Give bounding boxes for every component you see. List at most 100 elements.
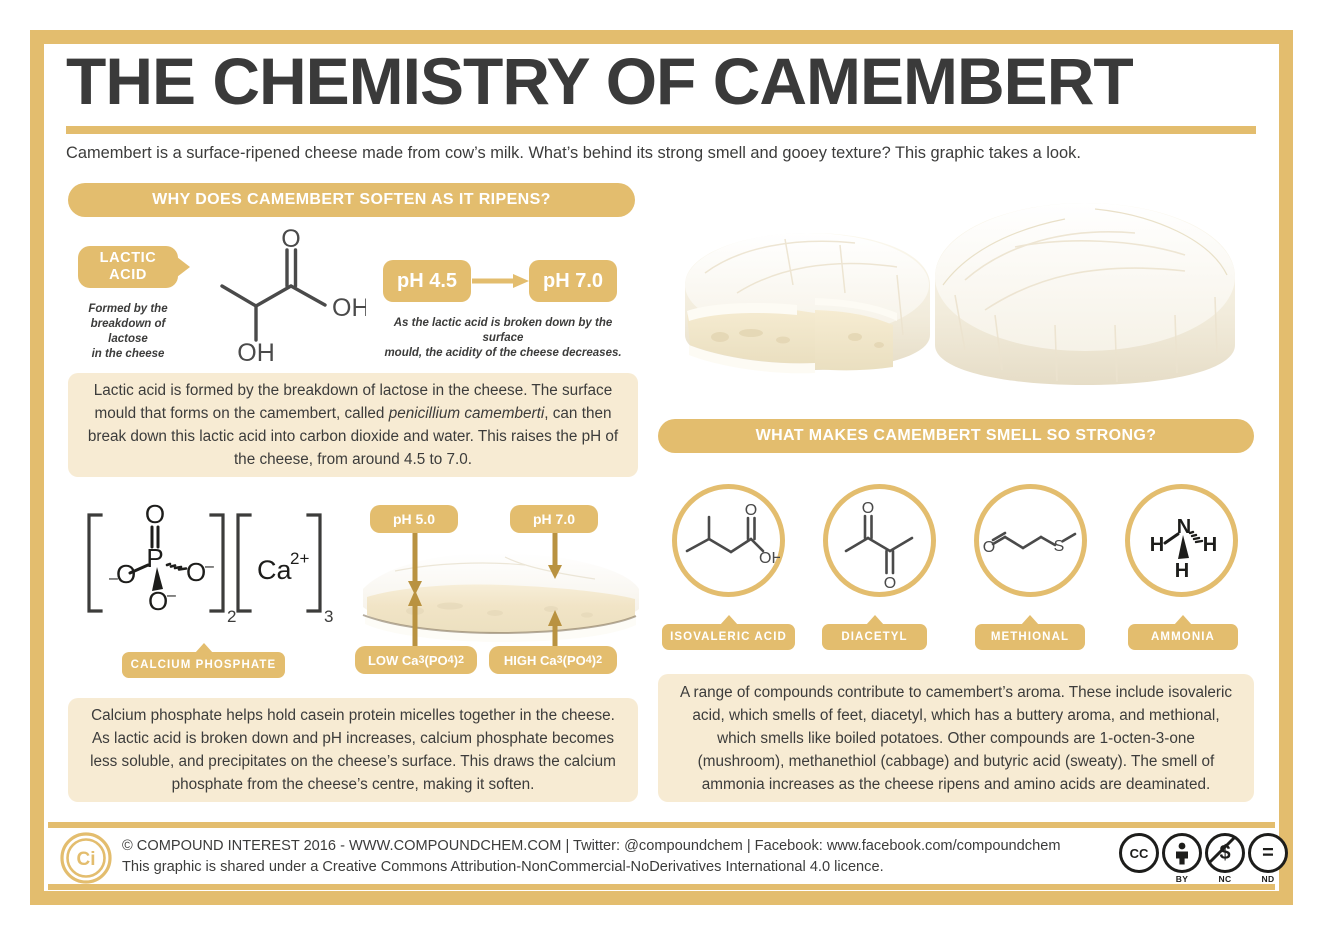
diacetyl-bottom-oxygen: O <box>884 575 896 592</box>
high-ca-close: ) <box>591 652 597 668</box>
ph-arrow <box>472 273 529 294</box>
creative-commons-badges: CC BY $ NC = ND <box>1119 833 1288 884</box>
cc-nc-icon: $ NC <box>1205 833 1245 884</box>
methional-molecule: O S <box>983 531 1077 556</box>
footer-top-rule <box>48 822 1275 828</box>
info-box-lactic: Lactic acid is formed by the breakdown o… <box>68 373 638 477</box>
isovaleric-carbonyl-oxygen: O <box>745 502 757 519</box>
lactic-acid-molecule: O OH OH <box>196 228 366 363</box>
aroma-label-isovaleric-acid: ISOVALERIC ACID <box>662 624 795 650</box>
ph-from-badge: pH 4.5 <box>383 260 471 302</box>
footer-line-2: This graphic is shared under a Creative … <box>122 859 884 875</box>
ph-shift-caption: As the lactic acid is broken down by the… <box>384 317 622 359</box>
lactic-hydroxyl: OH <box>332 294 366 322</box>
phosphate-subscript: 2 <box>227 607 236 626</box>
ph-7-marker-label: pH 7.0 <box>510 505 598 533</box>
aroma-label-diacetyl: DIACETYL <box>822 624 927 650</box>
calcium-phosphate-label: CALCIUM PHOSPHATE <box>122 652 285 678</box>
phosphate-right-charge: – <box>205 558 214 575</box>
page-subtitle: Camembert is a surface-ripened cheese ma… <box>66 144 1081 162</box>
low-ca-sub2: 4 <box>447 654 454 666</box>
calcium-subscript: 3 <box>324 607 333 626</box>
title-underline-rule <box>66 126 1256 134</box>
compound-interest-logo: Ci <box>60 832 112 884</box>
low-ca-mid: (PO <box>424 652 448 668</box>
aroma-circle-methional: O S <box>974 484 1087 597</box>
lactic-acid-caption: Formed by the breakdown of lactose in th… <box>88 303 168 360</box>
camembert-wheel-photo <box>665 185 1265 410</box>
cc-by-icon: BY <box>1162 833 1202 884</box>
person-glyph <box>1176 842 1188 865</box>
methional-oxygen: O <box>983 539 995 556</box>
info-box-lactic-text-2: , can then break down this lactic acid i… <box>87 405 619 468</box>
ammonia-nitrogen: N <box>1177 516 1191 538</box>
ammonia-hydrogen-bottom: H <box>1175 560 1189 582</box>
ph-7-down-arrow <box>548 533 562 584</box>
cc-by-caption: BY <box>1175 874 1189 884</box>
phosphate-double-bond-oxygen: O <box>145 499 165 529</box>
svg-text:Ci: Ci <box>77 849 96 870</box>
ammonia-hydrogen-right: H <box>1203 534 1217 556</box>
low-calcium-up-arrow <box>408 590 422 653</box>
slash-glyph <box>1208 836 1236 864</box>
phosphorus-atom: P <box>146 543 163 573</box>
lactic-acid-callout-line2: ACID <box>109 267 147 283</box>
aroma-label-ammonia: AMMONIA <box>1128 624 1238 650</box>
footer-bottom-rule <box>48 884 1275 890</box>
cc-icon: CC <box>1119 833 1159 873</box>
calcium-charge: 2+ <box>290 549 309 568</box>
lactic-acid-callout: LACTIC ACID <box>78 246 178 288</box>
aroma-circle-diacetyl: O O <box>823 484 936 597</box>
info-box-aroma: A range of compounds contribute to camem… <box>658 674 1254 802</box>
aroma-label-methional: METHIONAL <box>975 624 1085 650</box>
cc-nc-caption: NC <box>1218 874 1232 884</box>
high-ca-prefix: HIGH Ca <box>503 652 557 668</box>
low-ca-prefix: LOW Ca <box>367 652 419 668</box>
section-heading-soften: WHY DOES CAMEMBERT SOFTEN AS IT RIPENS? <box>68 183 635 217</box>
phosphate-left-charge: – <box>109 570 118 587</box>
footer-line-1: © COMPOUND INTEREST 2016 - WWW.COMPOUNDC… <box>122 838 1061 854</box>
diacetyl-top-oxygen: O <box>862 500 874 517</box>
high-ca-sub1: 3 <box>556 654 563 666</box>
aroma-circle-ammonia: N H H H <box>1125 484 1238 597</box>
aroma-circle-isovaleric-acid: O OH <box>672 484 785 597</box>
low-ca-close: ) <box>453 652 459 668</box>
nd-equals-glyph: = <box>1262 841 1274 864</box>
cc-glyph: CC <box>1129 845 1149 861</box>
ph-5-down-arrow <box>408 533 422 600</box>
isovaleric-hydroxyl: OH <box>759 550 780 567</box>
ph-to-badge: pH 7.0 <box>529 260 617 302</box>
calcium-phosphate-formula: P O – O O – O – 2 Ca 2+ 3 <box>75 495 335 630</box>
info-box-lactic-species: penicillium camemberti <box>388 405 545 422</box>
high-ca-sub3: 2 <box>596 654 603 666</box>
info-box-lactic-text-1: Lactic acid is formed by the breakdown o… <box>93 382 613 422</box>
low-ca-sub1: 3 <box>418 654 425 666</box>
nc-dollar-glyph: $ <box>1219 841 1231 864</box>
high-ca-mid: (PO <box>562 652 586 668</box>
page-title: THE CHEMISTRY OF CAMEMBERT <box>66 44 1134 118</box>
section-heading-smell: WHAT MAKES CAMEMBERT SMELL SO STRONG? <box>658 419 1254 453</box>
methional-sulfur: S <box>1054 538 1065 555</box>
lactic-carbonyl-oxygen: O <box>281 228 300 253</box>
ph-5-marker-label: pH 5.0 <box>370 505 458 533</box>
lactic-acid-callout-line1: LACTIC <box>99 250 157 266</box>
high-ca-sub2: 4 <box>585 654 592 666</box>
cheese-cross-section-photo <box>355 543 645 647</box>
isovaleric-acid-molecule: O OH <box>685 502 783 567</box>
cc-nd-icon: = ND <box>1248 833 1288 884</box>
calcium-atom: Ca <box>257 555 292 585</box>
ammonia-molecule: N H H H <box>1150 516 1217 582</box>
high-calcium-up-arrow <box>548 610 562 653</box>
phosphate-bottom-charge: – <box>167 587 176 604</box>
cc-nd-caption: ND <box>1261 874 1275 884</box>
phosphate-left-oxygen: O <box>116 559 136 589</box>
phosphate-right-oxygen: O <box>186 557 206 587</box>
ammonia-hydrogen-left: H <box>1150 534 1164 556</box>
lactic-alpha-hydroxyl: OH <box>237 339 275 363</box>
info-box-calcium: Calcium phosphate helps hold casein prot… <box>68 698 638 802</box>
diacetyl-molecule: O O <box>844 500 914 592</box>
phosphate-bottom-oxygen: O <box>148 586 168 616</box>
